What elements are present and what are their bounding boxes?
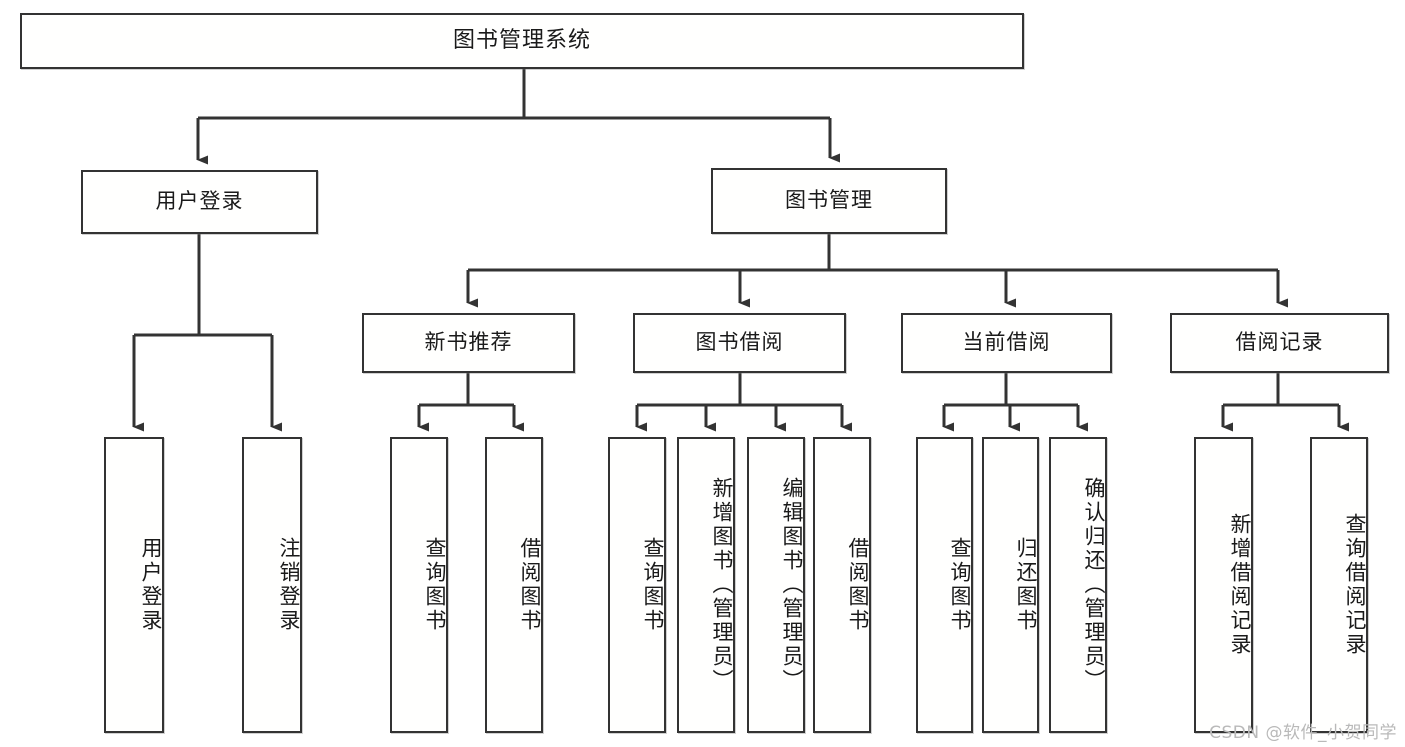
node-leaf-cb-return-label: 归还图书 — [1014, 537, 1038, 633]
node-leaf-bb-add[interactable]: 新增图书（管理员） — [677, 437, 735, 733]
node-leaf-bb-add-label: 新增图书（管理员） — [710, 477, 734, 693]
node-leaf-cb-query-label: 查询图书 — [948, 537, 972, 633]
node-leaf-user-login-label: 用户登录 — [139, 537, 163, 633]
node-leaf-nbr-borrow-label: 借阅图书 — [518, 537, 542, 633]
node-borrow-record-label: 借阅记录 — [1235, 330, 1324, 355]
node-leaf-br-add[interactable]: 新增借阅记录 — [1194, 437, 1253, 733]
node-leaf-br-add-label: 新增借阅记录 — [1228, 513, 1252, 657]
node-leaf-cb-confirm[interactable]: 确认归还（管理员） — [1049, 437, 1107, 733]
node-leaf-logout-label: 注销登录 — [277, 537, 301, 633]
node-leaf-cb-confirm-label: 确认归还（管理员） — [1082, 477, 1106, 693]
node-root[interactable]: 图书管理系统 — [20, 13, 1024, 69]
node-book-borrow-label: 图书借阅 — [695, 330, 784, 355]
node-book-manage[interactable]: 图书管理 — [711, 168, 947, 234]
node-user-login[interactable]: 用户登录 — [81, 170, 318, 234]
node-book-borrow[interactable]: 图书借阅 — [633, 313, 846, 373]
node-leaf-bb-borrow-label: 借阅图书 — [846, 537, 870, 633]
csdn-watermark: CSDN @软件_小贺同学 — [1209, 723, 1397, 743]
node-user-login-label: 用户登录 — [155, 189, 244, 214]
node-leaf-nbr-query-label: 查询图书 — [423, 537, 447, 633]
node-root-label: 图书管理系统 — [452, 27, 591, 53]
node-current-borrow-label: 当前借阅 — [962, 330, 1051, 355]
node-leaf-user-login[interactable]: 用户登录 — [104, 437, 164, 733]
node-leaf-bb-borrow[interactable]: 借阅图书 — [813, 437, 871, 733]
node-leaf-logout[interactable]: 注销登录 — [242, 437, 302, 733]
node-leaf-br-query-label: 查询借阅记录 — [1343, 513, 1367, 657]
node-leaf-bb-query[interactable]: 查询图书 — [608, 437, 666, 733]
node-leaf-cb-return[interactable]: 归还图书 — [982, 437, 1039, 733]
node-borrow-record[interactable]: 借阅记录 — [1170, 313, 1389, 373]
node-leaf-nbr-query[interactable]: 查询图书 — [390, 437, 448, 733]
node-new-book-recommend[interactable]: 新书推荐 — [362, 313, 575, 373]
node-new-book-recommend-label: 新书推荐 — [424, 330, 513, 355]
node-leaf-bb-edit-label: 编辑图书（管理员） — [780, 477, 804, 693]
node-leaf-nbr-borrow[interactable]: 借阅图书 — [485, 437, 543, 733]
node-leaf-cb-query[interactable]: 查询图书 — [916, 437, 973, 733]
node-leaf-bb-query-label: 查询图书 — [641, 537, 665, 633]
node-leaf-br-query[interactable]: 查询借阅记录 — [1310, 437, 1368, 733]
node-current-borrow[interactable]: 当前借阅 — [901, 313, 1112, 373]
node-leaf-bb-edit[interactable]: 编辑图书（管理员） — [747, 437, 805, 733]
node-book-manage-label: 图书管理 — [785, 188, 873, 213]
